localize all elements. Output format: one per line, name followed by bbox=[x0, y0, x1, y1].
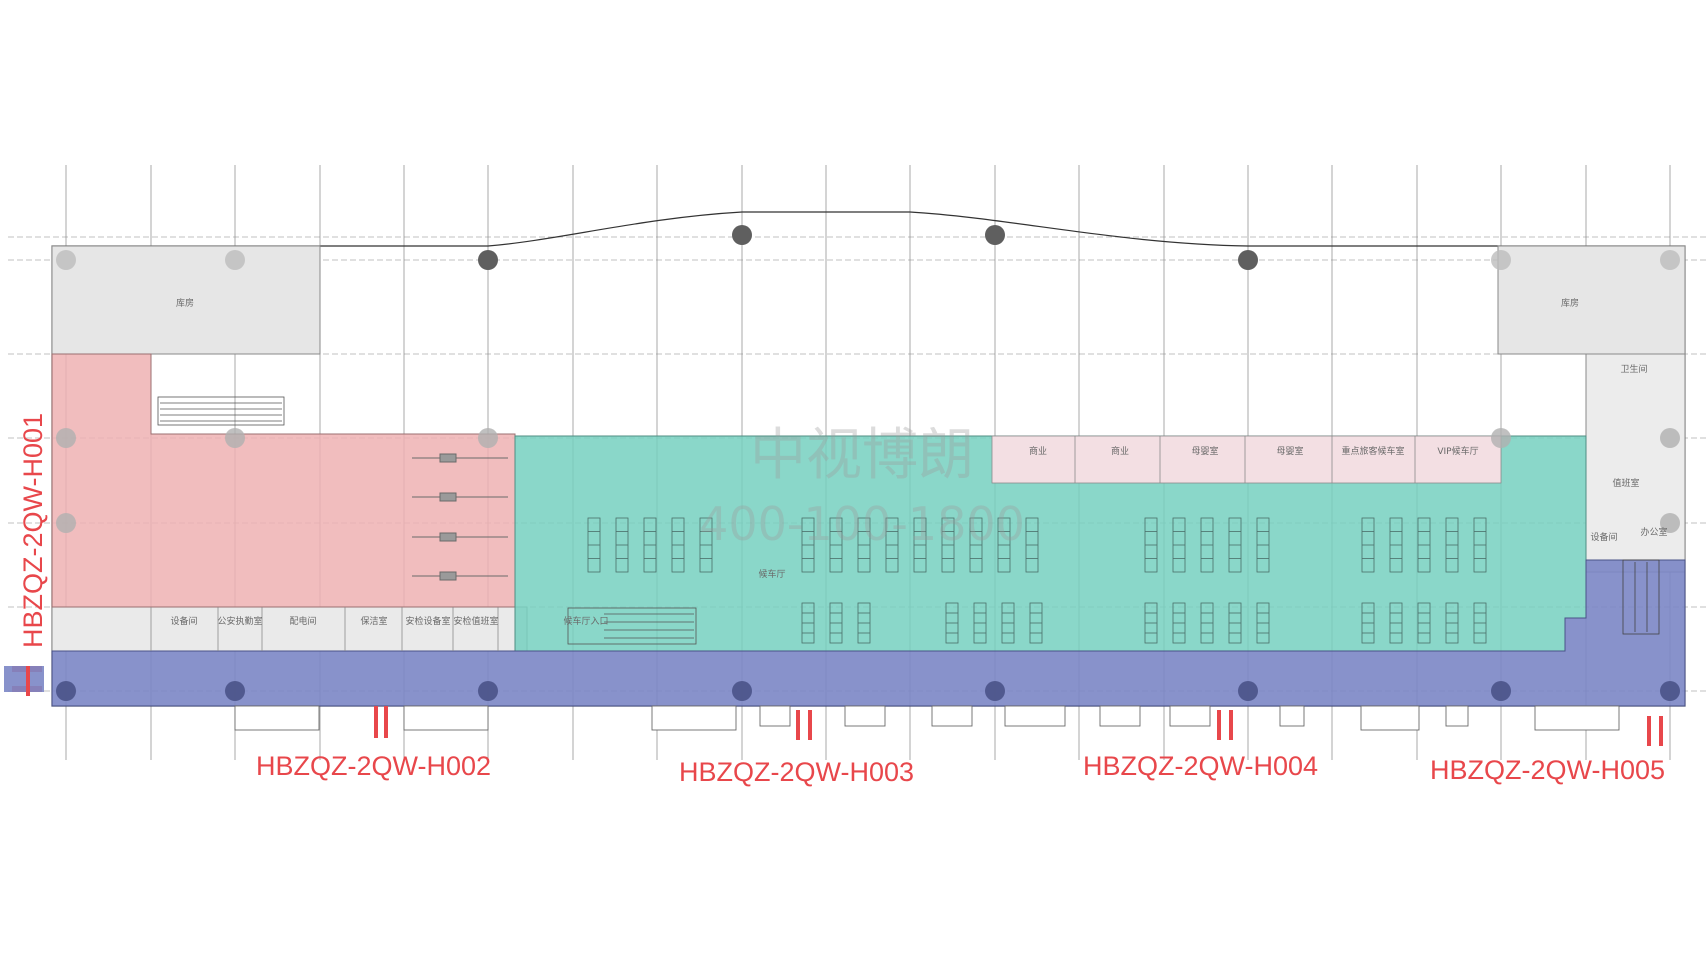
column bbox=[1491, 428, 1511, 448]
watermark-phone: 400-100-1800 bbox=[699, 497, 1025, 551]
column bbox=[985, 681, 1005, 701]
escalator-hall bbox=[567, 607, 697, 645]
column bbox=[1660, 681, 1680, 701]
escalator-left bbox=[157, 396, 285, 426]
column bbox=[1660, 250, 1680, 270]
column bbox=[1660, 513, 1680, 533]
column bbox=[1238, 681, 1258, 701]
room-label-police: 公安执勤室 bbox=[217, 615, 262, 627]
column bbox=[225, 681, 245, 701]
room-label-duty: 值班室 bbox=[1612, 477, 1639, 489]
storage-room-left bbox=[51, 245, 321, 355]
room-label-hall-entry: 候车厅入口 bbox=[563, 615, 608, 627]
room-label-vip-hall: VIP候车厅 bbox=[1437, 445, 1478, 457]
service-rooms-bottom-left bbox=[51, 606, 528, 652]
room-label-equipment: 设备间 bbox=[170, 615, 197, 627]
room-label-cleaning: 保洁室 bbox=[360, 615, 387, 627]
marker-label-h005[interactable]: HBZQZ-2QW-H005 bbox=[1430, 755, 1665, 785]
storage-room-right bbox=[1497, 245, 1686, 355]
column bbox=[732, 681, 752, 701]
column bbox=[1238, 250, 1258, 270]
room-label-nursing-1: 母婴室 bbox=[1191, 445, 1218, 457]
room-label-security-duty: 安检值班室 bbox=[453, 615, 498, 627]
room-label-power: 配电间 bbox=[289, 615, 316, 627]
room-label-waiting-hall: 候车厅 bbox=[758, 568, 785, 580]
column bbox=[1491, 681, 1511, 701]
escalator-right bbox=[1622, 559, 1660, 635]
room-label-security-equipment: 安检设备室 bbox=[405, 615, 450, 627]
marker-label-h001[interactable]: HBZQZ-2QW-H001 bbox=[18, 413, 48, 648]
room-label-commercial-1: 商业 bbox=[1029, 445, 1047, 457]
column bbox=[225, 250, 245, 270]
room-label-equipment-right: 设备间 bbox=[1590, 531, 1617, 543]
column bbox=[478, 428, 498, 448]
column bbox=[56, 681, 76, 701]
column bbox=[56, 428, 76, 448]
columns bbox=[56, 225, 1680, 701]
column bbox=[225, 428, 245, 448]
column bbox=[56, 250, 76, 270]
room-label-office: 办公室 bbox=[1640, 526, 1667, 538]
security-lanes bbox=[412, 453, 508, 581]
building-outline bbox=[51, 211, 1686, 707]
commercial-strip bbox=[991, 435, 1502, 484]
service-rooms-right bbox=[1585, 353, 1686, 573]
column bbox=[985, 225, 1005, 245]
column bbox=[1660, 428, 1680, 448]
door-markers bbox=[4, 666, 1663, 746]
column bbox=[478, 681, 498, 701]
column bbox=[732, 225, 752, 245]
watermark-brand: 中视博朗 bbox=[750, 423, 974, 488]
seating-rows bbox=[587, 517, 1487, 644]
room-label-nursing-2: 母婴室 bbox=[1276, 445, 1303, 457]
marker-label-h003[interactable]: HBZQZ-2QW-H003 bbox=[679, 757, 914, 787]
room-label-commercial-2: 商业 bbox=[1111, 445, 1129, 457]
marker-label-h004[interactable]: HBZQZ-2QW-H004 bbox=[1083, 751, 1318, 781]
zone-h001[interactable] bbox=[51, 353, 516, 608]
room-label-storage-left: 库房 bbox=[176, 297, 194, 309]
room-label-storage-right: 库房 bbox=[1561, 297, 1579, 309]
room-label-priority-waiting: 重点旅客候车室 bbox=[1341, 445, 1404, 457]
column bbox=[478, 250, 498, 270]
zone-corridor[interactable] bbox=[51, 559, 1686, 707]
marker-label-h002[interactable]: HBZQZ-2QW-H002 bbox=[256, 751, 491, 781]
column bbox=[1491, 250, 1511, 270]
room-label-restroom: 卫生间 bbox=[1620, 363, 1647, 375]
bottom-kiosks bbox=[234, 705, 1620, 731]
column bbox=[56, 513, 76, 533]
